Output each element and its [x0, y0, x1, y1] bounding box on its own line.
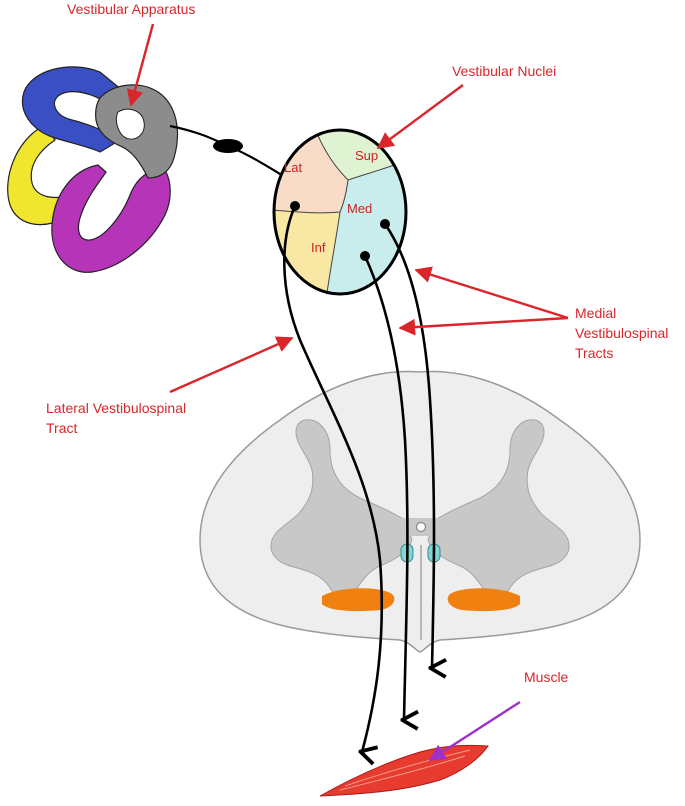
nucleus-lat-label: Lat: [284, 160, 302, 175]
ventral-horn-nucleus-right: [447, 588, 520, 612]
lateral-vestibulospinal-tract: [283, 205, 384, 752]
scarpa-ganglion: [213, 139, 243, 153]
ventral-horn-nucleus-left: [322, 588, 395, 612]
arrow-medial-tract-lower: [398, 316, 569, 336]
medial-vestibulospinal-tract-2: [383, 223, 434, 668]
vestibular-apparatus: [7, 66, 179, 273]
arrow-muscle: [428, 700, 521, 762]
nuclei-outline: [272, 128, 408, 296]
nucleus-inf-label: Inf: [311, 240, 326, 255]
spinal-cord-section: [199, 370, 641, 653]
medial-vestibulospinal-tract-1: [363, 255, 407, 720]
label-medial-tracts-3: Tracts: [575, 345, 613, 361]
label-vestibular-nuclei: Vestibular Nuclei: [452, 63, 556, 79]
muscle: [319, 744, 489, 797]
arrow-vestibular-apparatus: [126, 23, 155, 107]
spinal-cord-white-matter: [199, 370, 641, 653]
blue-semicircular-canal: [22, 66, 124, 153]
arrow-lateral-tract: [169, 336, 294, 394]
vestibule-inner-opening: [115, 108, 145, 140]
label-muscle: Muscle: [524, 669, 569, 685]
central-canal: [415, 521, 427, 533]
arrow-medial-tract-upper: [414, 266, 569, 320]
nucleus-sup-label: Sup: [355, 148, 378, 163]
tracts: [283, 201, 434, 752]
label-lateral-tract-1: Lateral Vestibulospinal: [46, 400, 186, 416]
nucleus-med-label: Med: [347, 201, 372, 216]
label-arrows: [126, 23, 569, 762]
label-lateral-tract-2: Tract: [46, 420, 77, 436]
spinal-gray-matter-left: [270, 419, 413, 597]
purple-semicircular-canal: [51, 164, 171, 273]
label-medial-tracts-2: Vestibulospinal: [575, 325, 668, 341]
label-medial-tracts-1: Medial: [575, 305, 616, 321]
arrow-vestibular-nuclei: [376, 84, 464, 150]
spinal-gray-matter-right: [427, 419, 570, 597]
label-vestibular-apparatus: Vestibular Apparatus: [67, 1, 195, 17]
